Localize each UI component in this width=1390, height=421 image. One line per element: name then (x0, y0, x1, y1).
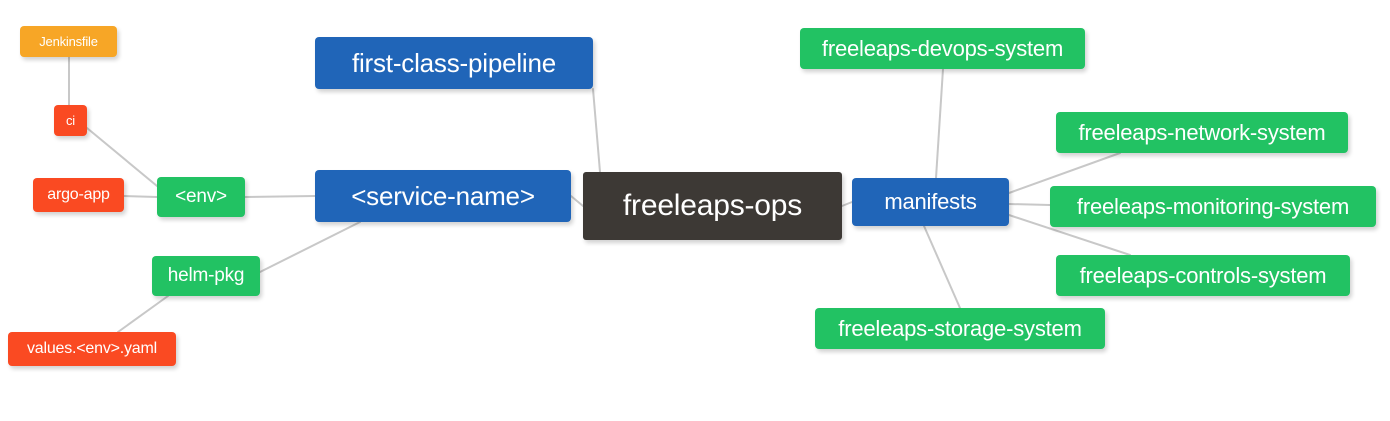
edge-root-to-pipeline (592, 88, 601, 173)
mindmap-node-storage[interactable]: freeleaps-storage-system (815, 308, 1105, 349)
edge-manifests-to-devops (935, 68, 944, 179)
edge-service-to-env (244, 195, 316, 198)
mindmap-node-pipeline[interactable]: first-class-pipeline (315, 37, 593, 89)
mindmap-node-root[interactable]: freeleaps-ops (583, 172, 842, 240)
mindmap-node-devops[interactable]: freeleaps-devops-system (800, 28, 1085, 69)
mindmap-node-monitoring[interactable]: freeleaps-monitoring-system (1050, 186, 1376, 227)
mindmap-node-jenkinsfile[interactable]: Jenkinsfile (20, 26, 117, 57)
mindmap-node-argoapp[interactable]: argo-app (33, 178, 124, 212)
mindmap-node-values[interactable]: values.<env>.yaml (8, 332, 176, 366)
edge-root-to-service (570, 195, 584, 207)
edge-manifests-to-monitoring (1008, 203, 1051, 206)
mindmap-node-manifests[interactable]: manifests (852, 178, 1009, 226)
mindmap-node-controls[interactable]: freeleaps-controls-system (1056, 255, 1350, 296)
edge-service-to-helm (259, 221, 361, 273)
mindmap-node-ci[interactable]: ci (54, 105, 87, 136)
edge-root-to-manifests (841, 201, 853, 207)
mindmap-node-service[interactable]: <service-name> (315, 170, 571, 222)
edge-env-to-argoapp (123, 195, 158, 198)
edge-helm-to-values (117, 295, 169, 333)
mindmap-node-env[interactable]: <env> (157, 177, 245, 217)
edge-manifests-to-storage (923, 225, 961, 309)
mindmap-node-network[interactable]: freeleaps-network-system (1056, 112, 1348, 153)
mindmap-node-helm[interactable]: helm-pkg (152, 256, 260, 296)
